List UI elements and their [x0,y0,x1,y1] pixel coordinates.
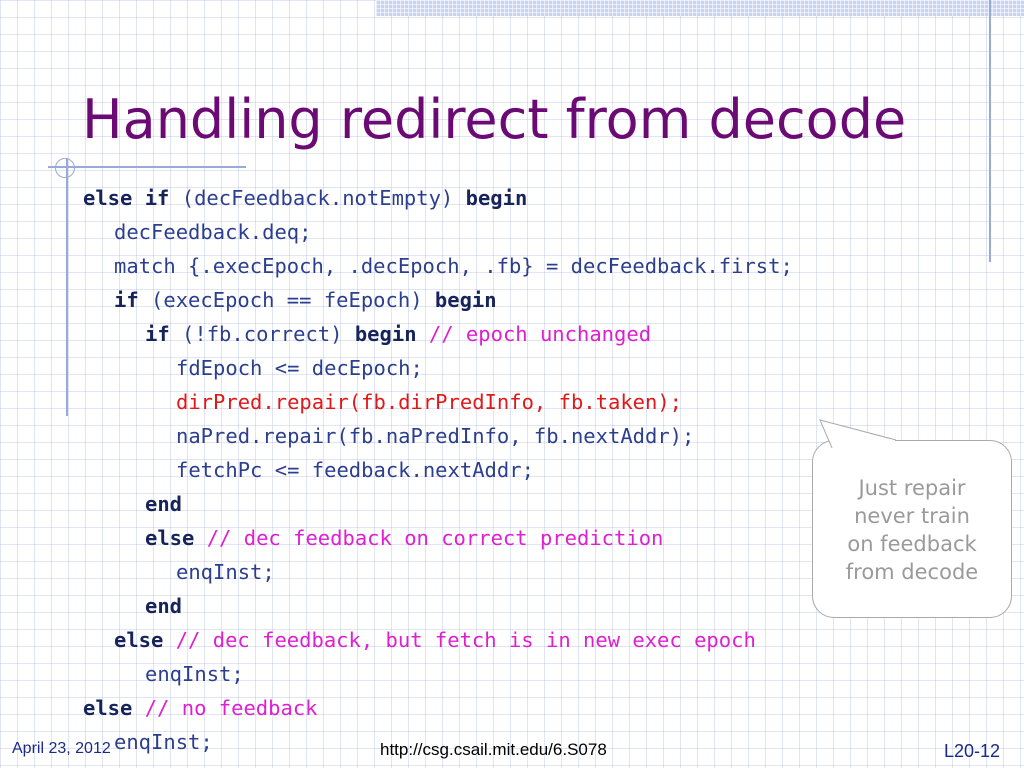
code-text: dirPred.repair(fb.dirPredInfo, fb.taken)… [176,390,683,414]
keyword: if [114,288,139,312]
footer-date: April 23, 2012 [12,740,111,757]
callout-line: from decode [845,560,979,584]
top-decorative-band [376,0,1024,16]
slide-title: Handling redirect from decode [82,88,907,151]
code-line-1: else if (decFeedback.notEmpty) begin [83,186,527,210]
code-line-15: enqInst; [145,662,244,686]
code-comment: // dec feedback, but fetch is in new exe… [163,628,756,652]
code-comment: // no feedback [132,696,318,720]
keyword: else [114,628,164,652]
keyword: else [83,696,133,720]
callout-line: on feedback [847,532,977,556]
keyword: begin [354,322,417,346]
code-text: (execEpoch == feEpoch) [138,288,435,312]
code-text: enqInst; [114,730,213,754]
keyword: begin [465,186,528,210]
code-text: enqInst; [145,662,244,686]
code-text: (!fb.correct) [169,322,355,346]
slide-number: L20-12 [944,741,1001,761]
title-underline-rule [48,166,246,168]
callout-line: never train [854,504,970,528]
code-line-17: enqInst; [114,730,213,754]
code-line-8: naPred.repair(fb.naPredInfo, fb.nextAddr… [176,424,694,448]
decorative-circle [55,158,75,178]
code-text: naPred.repair(fb.naPredInfo, fb.nextAddr… [176,424,695,448]
keyword: begin [434,288,497,312]
right-vertical-rule [989,0,991,262]
callout-line: Just repair [858,476,966,500]
keyword: else [145,526,195,550]
code-text: fetchPc <= feedback.nextAddr; [176,458,534,482]
code-block: else if (decFeedback.notEmpty) begin dec… [0,0,793,754]
code-comment: // epoch unchanged [416,322,652,346]
keyword: end [145,594,183,618]
code-text: fdEpoch <= decEpoch; [176,356,423,380]
code-line-5: if (!fb.correct) begin // epoch unchange… [145,322,651,346]
code-line-14: else // dec feedback, but fetch is in ne… [114,628,756,652]
code-text: match {.execEpoch, .decEpoch, .fb} = dec… [114,254,793,278]
code-line-3: match {.execEpoch, .decEpoch, .fb} = dec… [114,254,793,278]
code-line-11: else // dec feedback on correct predicti… [145,526,663,550]
code-comment: // dec feedback on correct prediction [194,526,664,550]
keyword: end [145,492,183,516]
code-line-7-highlighted: dirPred.repair(fb.dirPredInfo, fb.taken)… [176,390,682,414]
code-text: enqInst; [176,560,275,584]
keyword: else if [83,186,170,210]
left-vertical-rule [66,158,68,416]
code-line-16: else // no feedback [83,696,318,720]
footer-url: http://csg.csail.mit.edu/6.S078 [380,740,607,759]
code-text: decFeedback.deq; [114,220,312,244]
code-text: (decFeedback.notEmpty) [169,186,466,210]
code-line-12: enqInst; [176,560,275,584]
callout-text: Just repair never train on feedback from… [812,474,1012,586]
code-line-4: if (execEpoch == feEpoch) begin [114,288,497,312]
code-line-10: end [145,492,182,516]
code-line-9: fetchPc <= feedback.nextAddr; [176,458,534,482]
callout-box [812,440,1012,618]
code-line-2: decFeedback.deq; [114,220,311,244]
code-line-13: end [145,594,182,618]
code-line-6: fdEpoch <= decEpoch; [176,356,423,380]
keyword: if [145,322,170,346]
